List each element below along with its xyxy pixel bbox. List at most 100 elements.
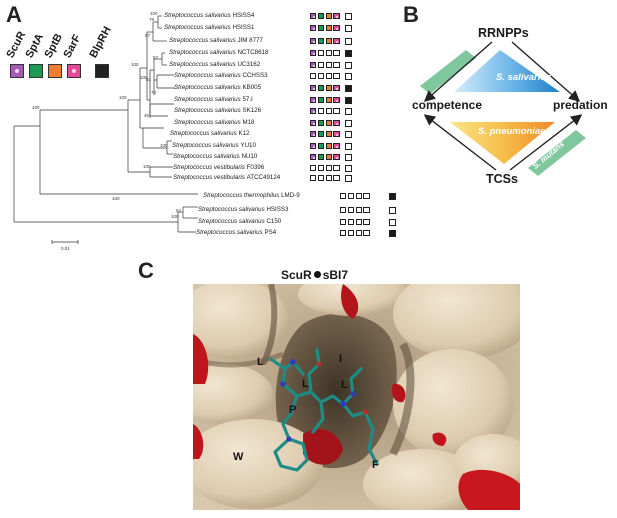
legend-swatch-sarf [67,64,81,78]
gene-box-spta [317,120,324,127]
blprh-box [389,207,396,214]
taxon-strain: NCTC8618 [237,49,269,56]
gene-box-sptb [325,62,332,69]
legend-swatch-sptb [48,64,62,78]
bootstrap-value: 52 [176,208,182,213]
taxon-species: Streptococcus salivarius [172,142,239,149]
gene-box-spta [347,219,354,226]
gene-box-scur [310,120,317,127]
bootstrap-value: 100 [143,164,151,169]
gene-box-sptb [325,175,332,182]
taxon-strain: UC3162 [237,61,261,68]
taxon-label: Streptococcus salivarius UC3162 [169,61,260,69]
gene-presence-boxes [340,230,370,237]
gene-box-spta [317,13,324,20]
gene-box-sarf [363,230,370,237]
gene-box-scur [310,62,317,69]
gene-box-spta [347,193,354,200]
gene-box-scur [340,207,347,214]
taxon-label: Streptococcus salivarius HSISS3 [198,206,288,214]
blprh-box [345,165,352,172]
gene-presence-boxes [310,165,340,172]
taxon-label: Streptococcus salivarius CCHSS3 [174,72,268,80]
gene-presence-boxes [310,131,340,138]
gene-presence-boxes [310,108,340,115]
gene-box-scur [310,108,317,115]
gene-box-sptb [325,85,332,92]
taxon-species: Streptococcus salivarius [170,130,237,137]
blprh-box [345,85,352,92]
taxon-strain: HSISS1 [232,24,255,31]
gene-box-sptb [325,73,332,80]
gene-presence-boxes [310,120,340,127]
gene-box-scur [310,131,317,138]
taxon-species: Streptococcus salivarius [174,96,241,103]
bootstrap-value: 70 [151,90,157,95]
taxon-species: Streptococcus salivarius [169,37,236,44]
gene-presence-boxes [310,97,340,104]
blprh-box [345,13,352,20]
gene-presence-boxes [310,175,340,182]
taxon-label: Streptococcus salivarius HSISS1 [164,24,254,32]
gene-box-sptb [325,108,332,115]
taxon-species: Streptococcus vestibularis [173,174,245,181]
taxon-label: Streptococcus vestibularis ATCC49124 [173,174,280,182]
bootstrap-value: 100 [131,62,139,67]
gene-box-scur [310,165,317,172]
panel-label-c: C [138,258,154,283]
gene-box-spta [317,175,324,182]
taxon-species: Streptococcus thermophilus [203,192,280,199]
gene-box-sarf [333,131,340,138]
gene-presence-boxes [310,38,340,45]
gene-box-scur [310,25,317,32]
taxon-strain: HSISS3 [266,206,289,213]
gene-box-spta [317,97,324,104]
gene-presence-boxes [310,62,340,69]
taxon-species: Streptococcus salivarius [198,218,265,225]
gene-box-spta [317,25,324,32]
taxon-label: Streptococcus salivarius YU10 [172,142,256,150]
taxon-strain: JIM 8777 [237,37,263,44]
scale-bar-label: 0.01 [61,246,70,251]
taxon-species: Streptococcus salivarius [164,24,231,31]
taxon-strain: CCHSS3 [242,72,268,79]
diagram-right-label: predation [553,98,608,112]
gene-presence-boxes [310,50,340,57]
gene-box-sptb [325,120,332,127]
taxon-species: Streptococcus salivarius [196,229,263,236]
taxon-strain: ATCC49124 [246,174,281,181]
blprh-box [389,230,396,237]
gene-presence-boxes [340,219,370,226]
structure-title-protein: ScuR [281,268,312,282]
gene-box-spta [317,143,324,150]
gene-box-scur [310,143,317,150]
pneumoniae-triangle [450,122,555,164]
gene-box-spta [317,131,324,138]
gene-box-sptb [325,97,332,104]
protein-surface-render [193,284,520,510]
blprh-box [345,154,352,161]
taxon-strain: C150 [266,218,282,225]
blprh-box [345,120,352,127]
blprh-box [345,143,352,150]
gene-box-sarf [333,38,340,45]
gene-box-sarf [333,154,340,161]
gene-box-scur [310,50,317,57]
blprh-box [345,73,352,80]
gene-box-sptb [325,38,332,45]
taxon-species: Streptococcus salivarius [169,61,236,68]
gene-box-sarf [333,25,340,32]
bootstrap-value: 100 [119,95,127,100]
taxon-label: Streptococcus salivarius K12 [170,130,249,138]
taxon-strain: F0396 [246,164,265,171]
gene-box-sptb [325,143,332,150]
legend-swatch-scur [10,64,24,78]
salivarius-triangle [454,50,560,92]
gene-box-sarf [363,193,370,200]
taxon-strain: 57.I [242,96,253,103]
taxon-label: Streptococcus salivarius PS4 [196,229,276,237]
bootstrap-value: 100 [171,214,179,219]
bootstrap-value: 100 [112,196,120,201]
diagram-top-label: RRNPPs [478,26,529,40]
panel-label-a: A [6,2,22,27]
